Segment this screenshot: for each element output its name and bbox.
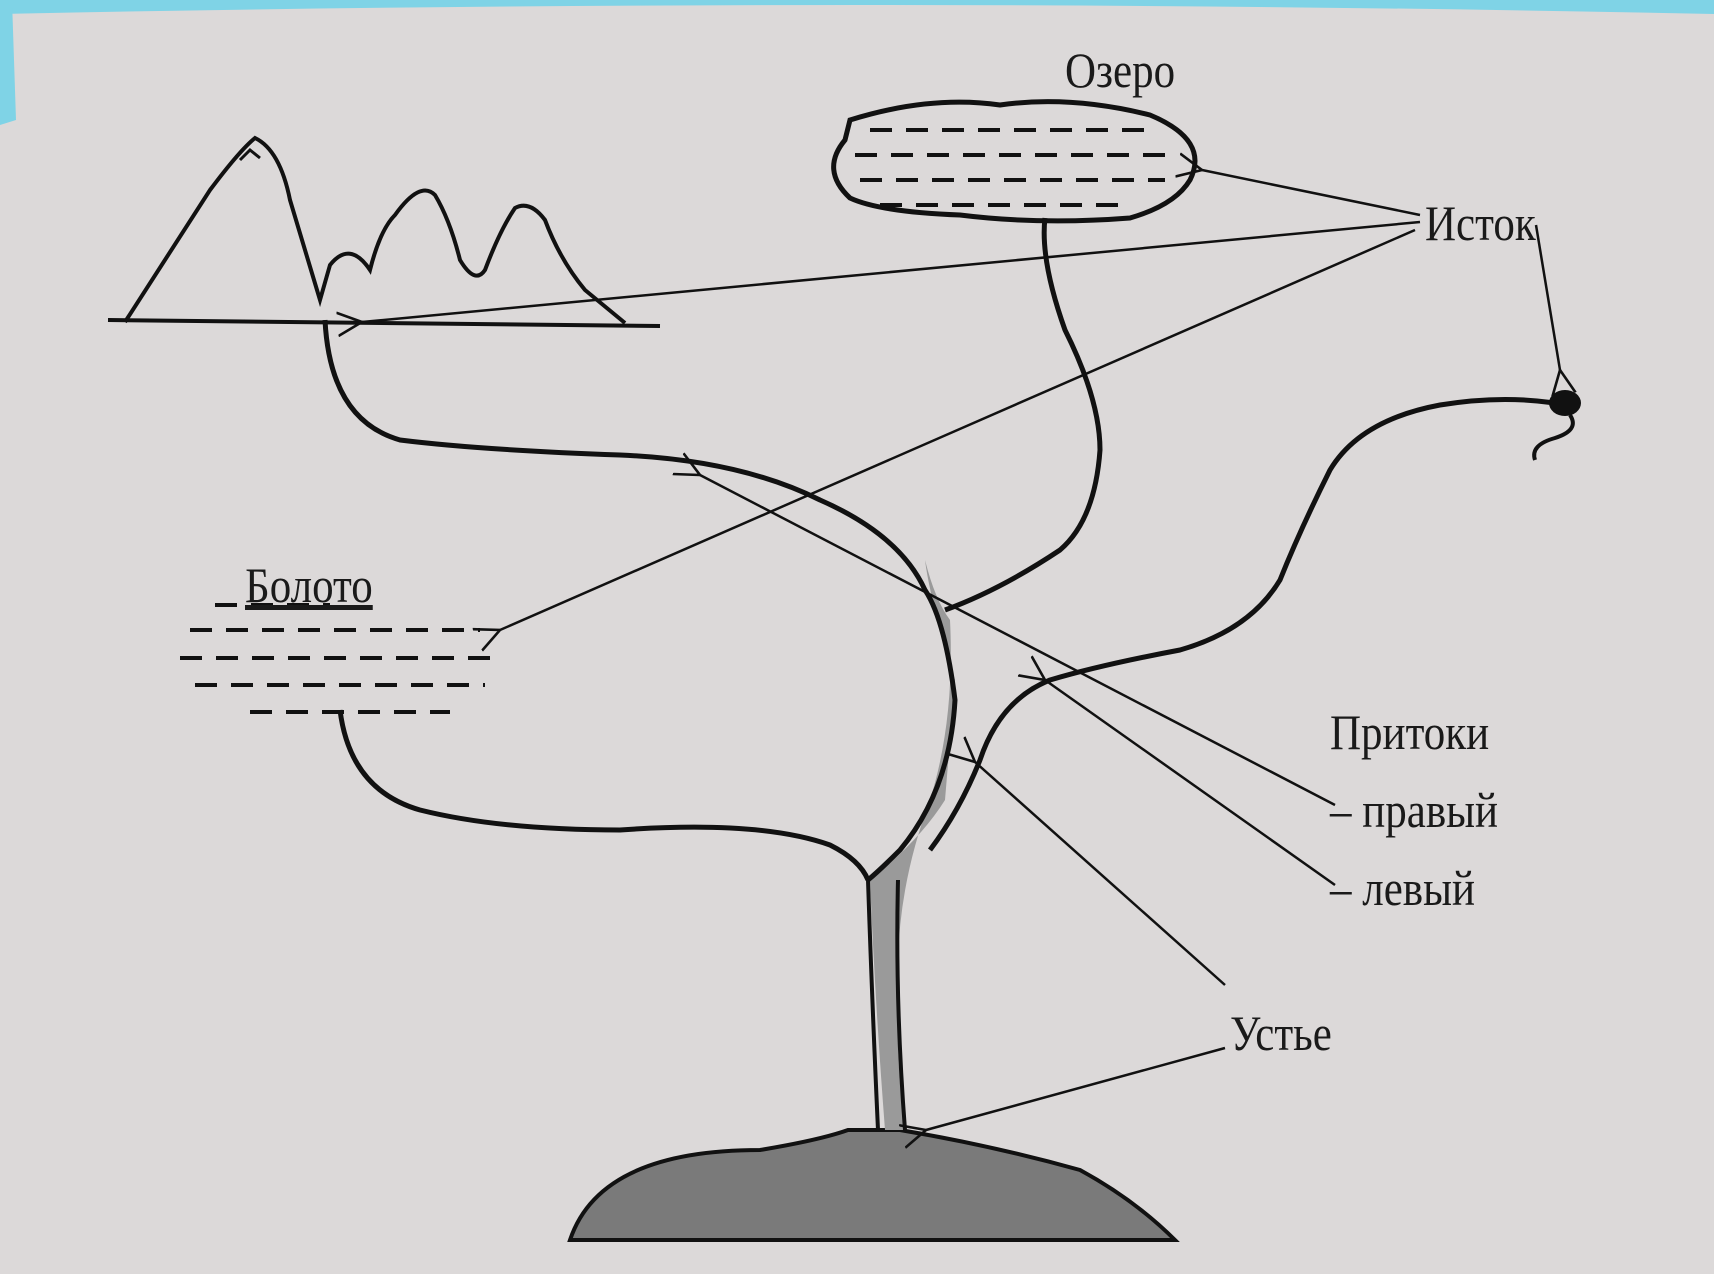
arrow-source-to-lake: [1202, 170, 1420, 215]
arrow-source-to-spring: [1536, 225, 1560, 370]
left-tributary-label: – левый: [1330, 863, 1475, 913]
swamp-label: Болото: [245, 560, 373, 610]
lake: [834, 102, 1195, 221]
sea-shape: [570, 1130, 1175, 1240]
frame-accent: [0, 0, 1714, 125]
arrow-source-to-mountains: [362, 222, 1420, 322]
source-label: Исток: [1425, 198, 1536, 248]
mountains: [108, 138, 660, 326]
arrow-mouth-to-confluence: [975, 762, 1225, 985]
swamp: [180, 605, 495, 712]
pointer-arrows: [362, 170, 1560, 1130]
river-network: [325, 218, 1555, 1130]
arrow-right-tributary: [700, 475, 1335, 805]
arrow-source-to-swamp: [500, 230, 1415, 630]
tributaries-label: Притоки: [1330, 707, 1489, 757]
right-tributary-label: – правый: [1330, 785, 1498, 835]
arrow-mouth: [926, 1048, 1225, 1130]
lake-label: Озеро: [1065, 45, 1175, 95]
mouth-label: Устье: [1230, 1008, 1332, 1058]
